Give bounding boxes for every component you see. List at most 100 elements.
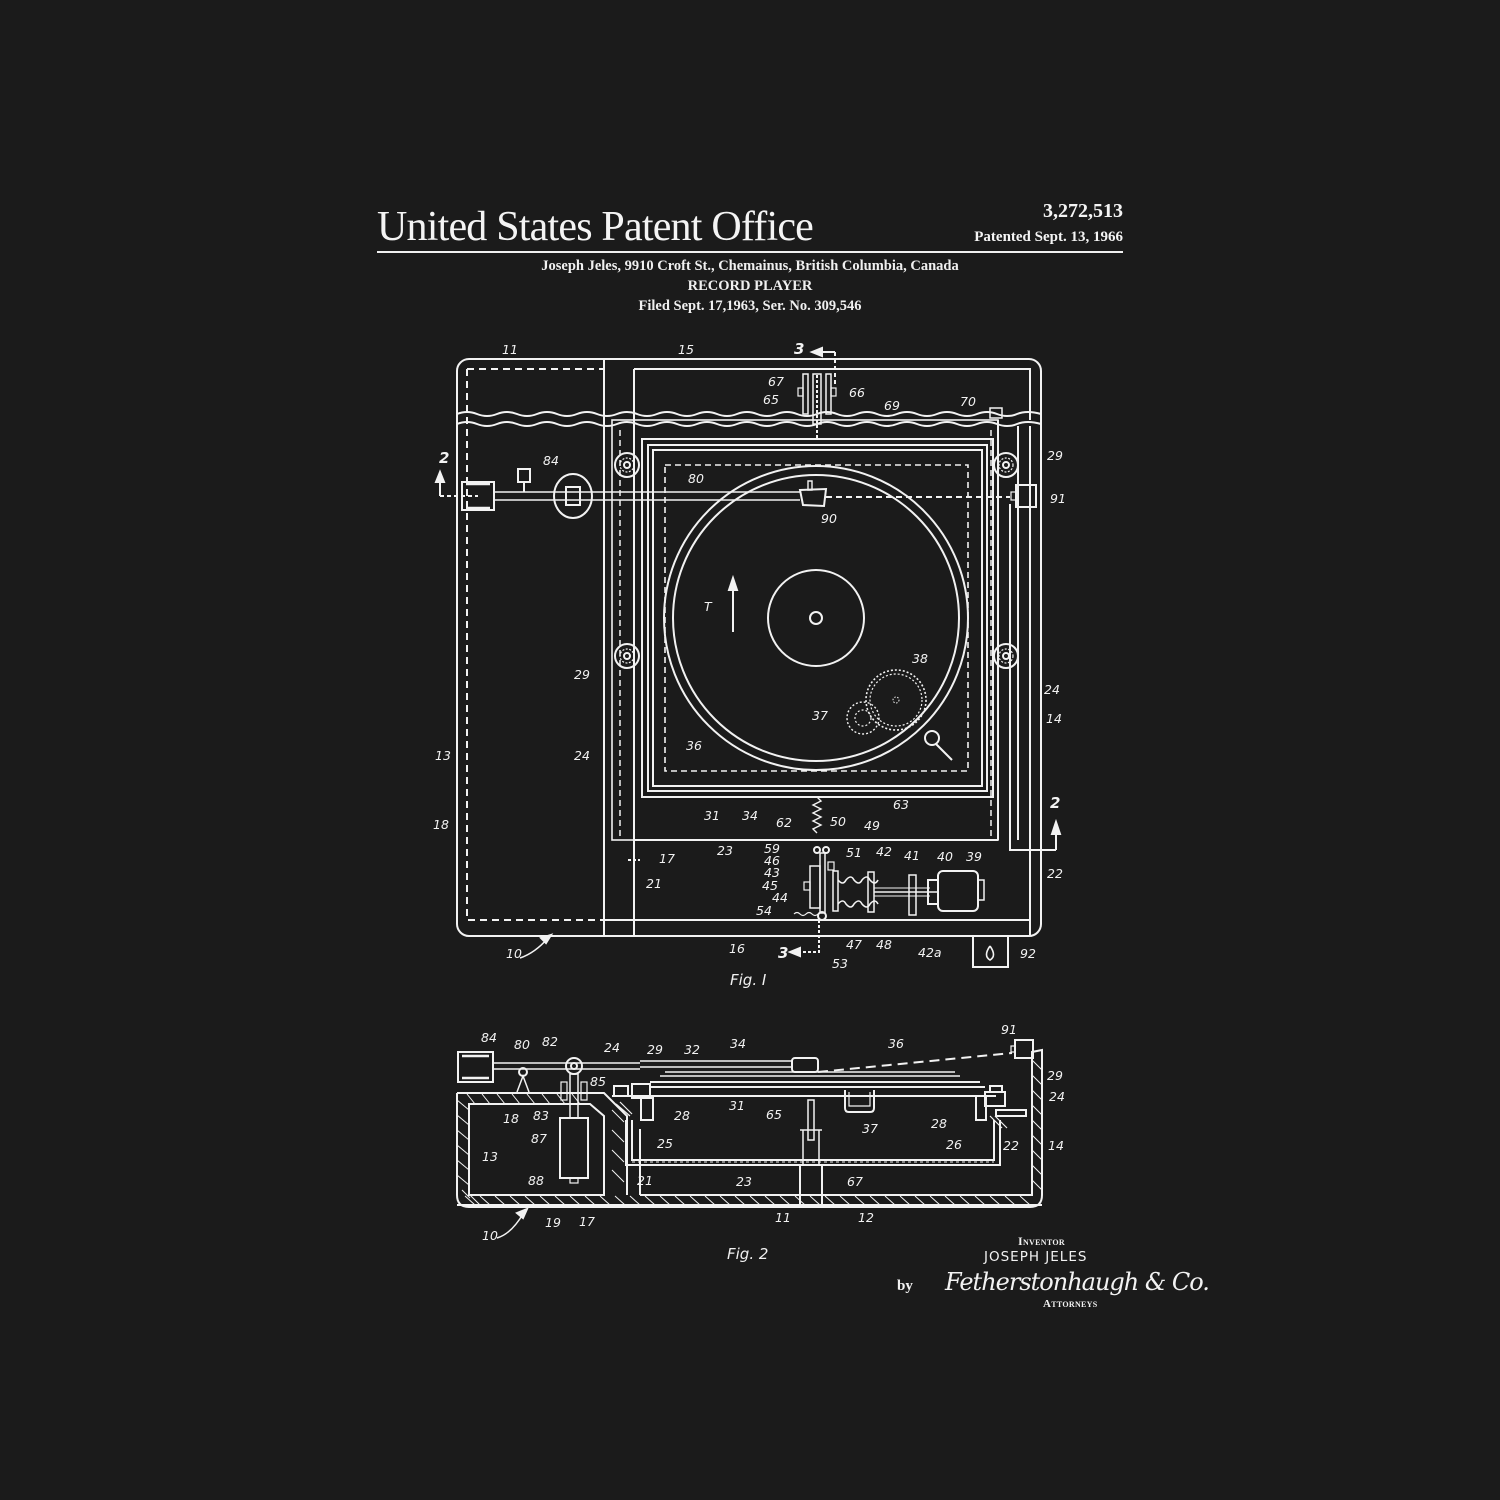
reference-numeral: 31 [729, 1098, 745, 1113]
by-label: by [897, 1278, 913, 1294]
reference-numeral: 14 [1046, 711, 1062, 726]
reference-numeral: 29 [1047, 1068, 1063, 1083]
reference-numeral: 13 [482, 1149, 498, 1164]
reference-numeral: 44 [772, 890, 788, 905]
reference-numeral: 65 [766, 1107, 782, 1122]
reference-numeral: 85 [590, 1074, 606, 1089]
reference-numeral: 24 [574, 748, 590, 763]
reference-numeral: 39 [966, 849, 982, 864]
reference-numeral: 16 [729, 941, 745, 956]
attorney-signature: Fetherstonhaugh & Co. [945, 1268, 1210, 1296]
reference-numeral: 11 [502, 342, 518, 357]
reference-numeral: 32 [684, 1042, 700, 1057]
reference-numeral: 22 [1003, 1138, 1019, 1153]
reference-numeral: 50 [830, 814, 846, 829]
reference-numeral: 62 [776, 815, 792, 830]
reference-numeral: 11 [775, 1210, 791, 1225]
reference-numeral: 91 [1050, 491, 1066, 506]
reference-numeral: 34 [742, 808, 758, 823]
filing-info: Filed Sept. 17,1963, Ser. No. 309,546 [638, 298, 862, 314]
reference-numeral: 3 [778, 944, 788, 962]
reference-numeral: 59 [764, 841, 780, 856]
reference-numeral: 37 [812, 708, 828, 723]
reference-numeral: 54 [756, 903, 772, 918]
reference-numeral: 65 [763, 392, 779, 407]
reference-numeral: 48 [876, 937, 892, 952]
patented-date: Patented Sept. 13, 1966 [974, 229, 1123, 245]
reference-numeral: 34 [730, 1036, 746, 1051]
reference-numeral: 24 [1044, 682, 1060, 697]
reference-numeral: 26 [946, 1137, 962, 1152]
fig2-drawing [456, 1039, 1043, 1239]
reference-numeral: 24 [1049, 1089, 1065, 1104]
reference-numeral: 10 [482, 1228, 498, 1243]
reference-numeral: 29 [574, 667, 590, 682]
fig1-drawing [434, 346, 1062, 968]
reference-numeral: 24 [604, 1040, 620, 1055]
reference-numeral: 37 [862, 1121, 878, 1136]
reference-numeral: 67 [847, 1174, 863, 1189]
reference-numeral: 92 [1020, 946, 1036, 961]
reference-numeral: 17 [579, 1214, 595, 1229]
reference-numeral: 25 [657, 1136, 673, 1151]
attorneys-heading: Attorneys [1043, 1298, 1098, 1310]
reference-numeral: 21 [646, 876, 662, 891]
reference-numeral: 90 [821, 511, 837, 526]
reference-numeral: 45 [762, 878, 778, 893]
reference-numeral: 38 [912, 651, 928, 666]
reference-numeral: 23 [736, 1174, 752, 1189]
bearing-icon [614, 452, 1019, 669]
reference-numeral: 41 [904, 848, 920, 863]
reference-numeral: 3 [794, 340, 804, 358]
reference-numeral: 42a [918, 945, 942, 960]
reference-numeral: 63 [893, 797, 909, 812]
reference-numeral: 14 [1048, 1138, 1064, 1153]
patent-number: 3,272,513 [1043, 200, 1123, 222]
reference-numeral: 10 [506, 946, 522, 961]
reference-numeral: 66 [849, 385, 865, 400]
reference-numeral: 80 [688, 471, 704, 486]
reference-numeral: 15 [678, 342, 694, 357]
reference-numeral: 22 [1047, 866, 1063, 881]
reference-numeral: 12 [858, 1210, 874, 1225]
reference-numeral: 36 [686, 738, 702, 753]
reference-numeral: 21 [637, 1173, 653, 1188]
reference-numeral: 23 [717, 843, 733, 858]
reference-numeral: 2 [1050, 794, 1060, 812]
reference-numeral: 18 [433, 817, 449, 832]
page-title: United States Patent Office [377, 204, 814, 250]
reference-numeral: 84 [481, 1030, 497, 1045]
reference-numeral: 69 [884, 398, 900, 413]
reference-numeral: 29 [647, 1042, 663, 1057]
reference-numeral: 91 [1001, 1022, 1017, 1037]
reference-numeral: 13 [435, 748, 451, 763]
reference-numeral: 83 [533, 1108, 549, 1123]
reference-numeral: 31 [704, 808, 720, 823]
inventor-address: Joseph Jeles, 9910 Croft St., Chemainus,… [541, 258, 959, 274]
fig2-caption: Fig. 2 [727, 1245, 768, 1263]
reference-numeral: 88 [528, 1173, 544, 1188]
reference-numeral: 2 [439, 449, 449, 467]
hatching [456, 1059, 1043, 1206]
reference-numeral: 82 [542, 1034, 558, 1049]
reference-numeral: 70 [960, 394, 976, 409]
reference-numeral: 29 [1047, 448, 1063, 463]
reference-numeral: 42 [876, 844, 892, 859]
reference-numeral: 28 [931, 1116, 947, 1131]
reference-numeral: 18 [503, 1111, 519, 1126]
reference-numeral: 67 [768, 374, 784, 389]
reference-numeral: 80 [514, 1037, 530, 1052]
reference-numeral: 87 [531, 1131, 547, 1146]
reference-numeral: 51 [846, 845, 862, 860]
reference-numeral: 43 [764, 865, 780, 880]
reference-numeral: T [704, 599, 713, 614]
reference-numeral: 47 [846, 937, 862, 952]
reference-numeral: 49 [864, 818, 880, 833]
invention-title: RECORD PLAYER [687, 278, 813, 294]
reference-numeral: 46 [764, 853, 780, 868]
reference-numeral: 53 [832, 956, 848, 971]
reference-numeral: 28 [674, 1108, 690, 1123]
